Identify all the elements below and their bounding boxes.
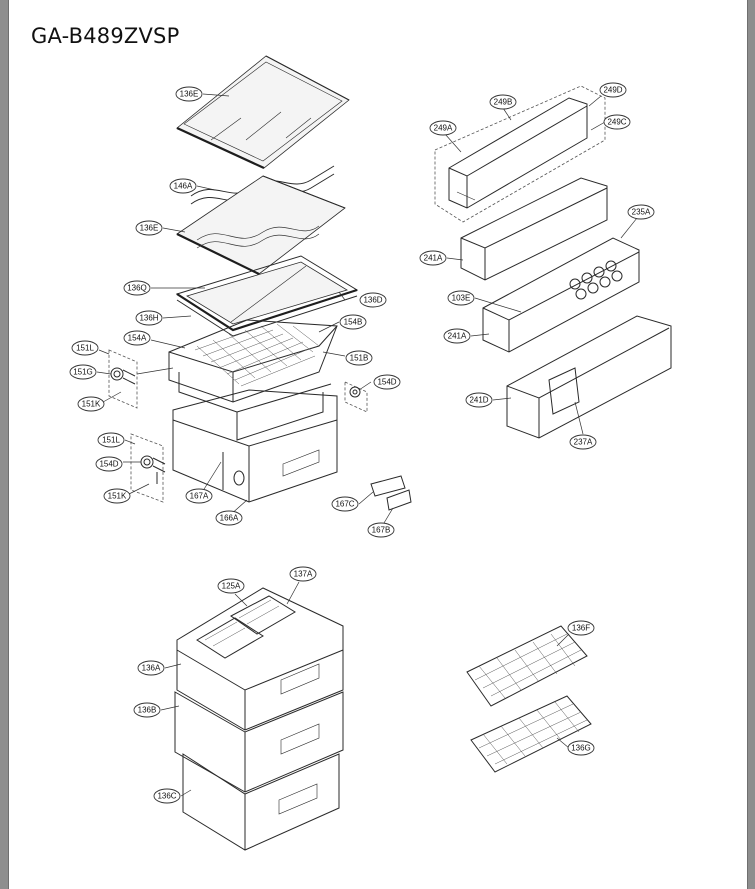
callout-154a: 154A bbox=[123, 330, 151, 346]
freezer-drawer-136a bbox=[176, 587, 344, 731]
glass-shelf-top bbox=[176, 55, 350, 169]
svg-text:136C: 136C bbox=[157, 792, 176, 801]
callout-166a: 166A bbox=[215, 510, 243, 526]
callout-136h: 136H bbox=[135, 310, 163, 326]
svg-text:249A: 249A bbox=[434, 124, 453, 133]
door-bin-241d bbox=[506, 315, 672, 439]
callout-154d-right: 154D bbox=[373, 374, 401, 390]
svg-text:151L: 151L bbox=[76, 344, 94, 353]
callout-137a: 137A bbox=[289, 566, 317, 582]
callout-154d-lower: 154D bbox=[95, 456, 123, 472]
callout-146a: 146A bbox=[169, 178, 197, 194]
svg-text:154D: 154D bbox=[99, 460, 118, 469]
crisper-drawer bbox=[172, 389, 338, 503]
svg-text:151K: 151K bbox=[82, 400, 101, 409]
exploded-parts-diagram: 136E 146A 136E 136Q 136D 136H 154A 154B … bbox=[69, 55, 672, 851]
callout-151k-upper: 151K bbox=[77, 396, 105, 412]
svg-text:237A: 237A bbox=[574, 438, 593, 447]
callout-151l-lower: 151L bbox=[97, 432, 125, 448]
svg-text:103E: 103E bbox=[452, 294, 471, 303]
callout-249a: 249A bbox=[429, 120, 457, 136]
svg-text:146A: 146A bbox=[174, 182, 193, 191]
callout-237a: 237A bbox=[569, 434, 597, 450]
svg-text:136Q: 136Q bbox=[127, 284, 147, 293]
callout-167a: 167A bbox=[185, 488, 213, 504]
svg-text:241A: 241A bbox=[424, 254, 443, 263]
svg-text:136F: 136F bbox=[572, 624, 590, 633]
svg-text:154A: 154A bbox=[128, 334, 147, 343]
model-title: GA-B489ZVSP bbox=[31, 24, 180, 48]
callout-249c: 249C bbox=[603, 114, 631, 130]
callout-151l-upper: 151L bbox=[71, 340, 99, 356]
svg-text:249D: 249D bbox=[603, 86, 622, 95]
wire-shelf-136g bbox=[470, 695, 592, 773]
roller-assembly-lower bbox=[130, 433, 166, 503]
svg-text:249C: 249C bbox=[607, 118, 626, 127]
svg-text:125A: 125A bbox=[222, 582, 241, 591]
door-bin-249 bbox=[434, 85, 606, 223]
callout-103e: 103E bbox=[447, 290, 475, 306]
svg-text:154D: 154D bbox=[377, 378, 396, 387]
svg-text:154B: 154B bbox=[344, 318, 363, 327]
callout-241d: 241D bbox=[465, 392, 493, 408]
callout-136e-middle: 136E bbox=[135, 220, 163, 236]
callout-136d: 136D bbox=[359, 292, 387, 308]
callout-241a-top: 241A bbox=[419, 250, 447, 266]
svg-text:167C: 167C bbox=[335, 500, 354, 509]
callout-136f: 136F bbox=[567, 620, 595, 636]
door-bin-241a-top bbox=[460, 177, 608, 281]
callout-136q: 136Q bbox=[123, 280, 151, 296]
crisper-cover bbox=[168, 319, 338, 441]
svg-text:151G: 151G bbox=[73, 368, 93, 377]
callout-136a: 136A bbox=[137, 660, 165, 676]
svg-text:136D: 136D bbox=[363, 296, 382, 305]
svg-text:249B: 249B bbox=[494, 98, 513, 107]
callouts: 136E 146A 136E 136Q 136D 136H 154A 154B … bbox=[69, 82, 655, 804]
freezer-drawer-136c bbox=[182, 753, 340, 851]
callout-136c: 136C bbox=[153, 788, 181, 804]
svg-text:136G: 136G bbox=[571, 744, 591, 753]
svg-text:136B: 136B bbox=[138, 706, 157, 715]
callout-235a: 235A bbox=[627, 204, 655, 220]
svg-text:136E: 136E bbox=[140, 224, 159, 233]
callout-249b: 249B bbox=[489, 94, 517, 110]
svg-text:235A: 235A bbox=[632, 208, 651, 217]
callout-136b: 136B bbox=[133, 702, 161, 718]
diagram-page: GA-B489ZVSP bbox=[8, 0, 748, 889]
leader-lines bbox=[96, 93, 638, 797]
callout-125a: 125A bbox=[217, 578, 245, 594]
svg-text:166A: 166A bbox=[220, 514, 239, 523]
svg-text:136H: 136H bbox=[139, 314, 158, 323]
svg-text:151L: 151L bbox=[102, 436, 120, 445]
svg-text:241A: 241A bbox=[448, 332, 467, 341]
svg-text:167B: 167B bbox=[372, 526, 391, 535]
callout-151g: 151G bbox=[69, 364, 97, 380]
svg-text:136E: 136E bbox=[180, 90, 199, 99]
egg-tray-bin bbox=[482, 237, 640, 353]
glass-shelf-middle bbox=[176, 175, 346, 275]
roller-assembly-upper bbox=[108, 349, 174, 409]
svg-text:151B: 151B bbox=[350, 354, 369, 363]
callout-167c: 167C bbox=[331, 496, 359, 512]
callout-151b: 151B bbox=[345, 350, 373, 366]
svg-text:136A: 136A bbox=[142, 664, 161, 673]
callout-167b: 167B bbox=[367, 522, 395, 538]
roller-right bbox=[344, 381, 368, 413]
svg-text:241D: 241D bbox=[469, 396, 488, 405]
callout-136e-top: 136E bbox=[175, 86, 203, 102]
callout-136g: 136G bbox=[567, 740, 595, 756]
svg-text:137A: 137A bbox=[294, 570, 313, 579]
svg-text:167A: 167A bbox=[190, 492, 209, 501]
svg-text:151K: 151K bbox=[108, 492, 127, 501]
callout-154b: 154B bbox=[339, 314, 367, 330]
callout-151k-lower: 151K bbox=[103, 488, 131, 504]
freezer-drawer-136b bbox=[174, 691, 344, 793]
framed-shelf bbox=[175, 255, 359, 337]
label-parts bbox=[370, 475, 412, 511]
callout-241a-lower: 241A bbox=[443, 328, 471, 344]
callout-249d: 249D bbox=[599, 82, 627, 98]
wire-shelf-136f bbox=[466, 625, 588, 707]
